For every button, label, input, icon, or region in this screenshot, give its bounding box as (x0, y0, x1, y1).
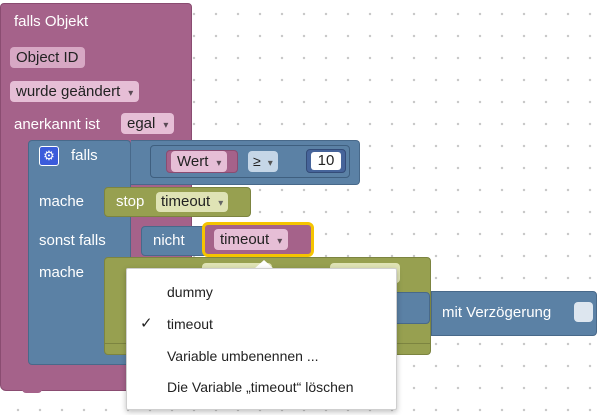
stop-label: stop (116, 193, 145, 210)
trigger-dropdown[interactable]: wurde geändert (10, 81, 140, 102)
if-label: falls (71, 147, 98, 164)
elseif-label: sonst falls (39, 232, 106, 249)
do2-label: mache (39, 264, 85, 281)
variable-dropdown-menu: dummy ✓ timeout Variable umbenennen ... … (126, 268, 397, 410)
do-label: mache (39, 193, 85, 210)
number-input[interactable]: 10 (311, 152, 341, 170)
block-connector-tab (22, 386, 42, 393)
chevron-down-icon: ▾ (267, 158, 273, 169)
menu-item-rename-variable[interactable]: Variable umbenennen ... (167, 348, 319, 364)
not-label: nicht (153, 232, 185, 249)
object-id-field[interactable]: Object ID (10, 47, 85, 68)
delay-label: mit Verzögerung (442, 304, 552, 321)
operator-dropdown[interactable]: ≥▾ (248, 151, 278, 172)
operator-value: ≥ (253, 153, 261, 169)
menu-item-delete-variable[interactable]: Die Variable „timeout“ löschen (167, 379, 354, 395)
timeout-variable-dropdown[interactable]: timeout (214, 229, 289, 250)
variable-wert-block[interactable]: Wert (166, 150, 238, 173)
number-block[interactable]: 10 (306, 149, 346, 173)
gear-icon[interactable]: ⚙ (39, 146, 59, 166)
stop-timeout-block[interactable]: stop timeout (104, 187, 251, 217)
stop-timer-dropdown[interactable]: timeout (156, 192, 229, 212)
check-icon: ✓ (140, 315, 153, 332)
delay-option-block[interactable]: mit Verzögerung (431, 291, 597, 336)
delay-checkbox[interactable] (574, 302, 593, 322)
menu-item-timeout[interactable]: timeout (167, 316, 213, 332)
ack-label: anerkannt ist (14, 116, 100, 133)
variable-wert-dropdown[interactable]: Wert (171, 151, 228, 172)
timeout-variable-block[interactable]: timeout (202, 222, 314, 257)
menu-item-dummy[interactable]: dummy (167, 284, 213, 300)
ack-dropdown[interactable]: egal (121, 113, 175, 134)
trigger-title: falls Objekt (14, 13, 89, 30)
menu-pointer (254, 260, 274, 269)
